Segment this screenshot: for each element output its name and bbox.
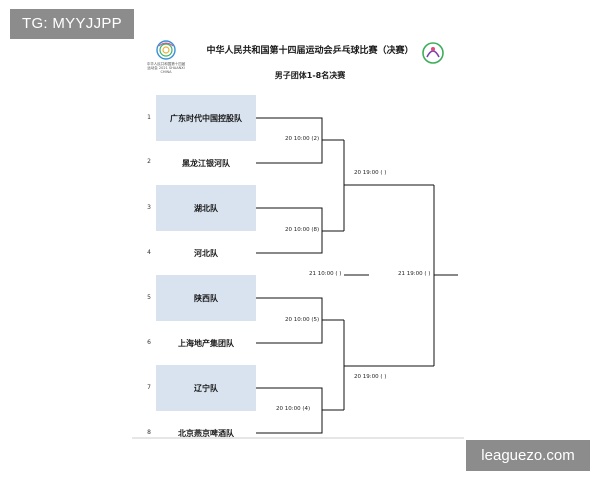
watermark-bottom-right: leaguezo.com	[466, 440, 590, 471]
match-label-r1-3: 20 10:00 (5)	[285, 317, 320, 323]
team-slot-2: 黑龙江银河队	[182, 158, 230, 168]
divider	[132, 437, 464, 439]
team-slot-6: 上海地产集团队	[178, 338, 234, 348]
team-slot-7: 辽宁队	[156, 365, 256, 411]
match-label-r1-1: 20 10:00 (2)	[285, 136, 320, 142]
match-label-final: 21 19:00 ( )	[398, 271, 431, 277]
team-slot-4: 河北队	[194, 248, 218, 258]
match-label-third-place: 21 10:00 ( )	[309, 271, 342, 277]
team-slot-1: 广东时代中国控股队	[156, 95, 256, 141]
team-slot-5: 陕西队	[156, 275, 256, 321]
seed-number: 2	[147, 158, 151, 165]
seed-number: 6	[147, 339, 151, 346]
team-slot-3: 湖北队	[156, 185, 256, 231]
games-emblem-icon	[156, 40, 176, 60]
page-title: 中华人民共和国第十四届运动会乒乓球比赛（决赛）	[206, 46, 414, 56]
seed-number: 5	[147, 294, 151, 301]
team-slot-8: 北京燕京啤酒队	[178, 428, 234, 438]
match-label-semifinal-1: 20 19:00 ( )	[354, 170, 387, 176]
seed-number: 7	[147, 384, 151, 391]
seed-number: 1	[147, 114, 151, 121]
match-label-r1-2: 20 10:00 (8)	[285, 227, 320, 233]
page-subtitle: 男子团体1-8名决赛	[274, 71, 346, 80]
match-label-semifinal-2: 20 19:00 ( )	[354, 374, 387, 380]
match-label-r1-4: 20 10:00 (4)	[276, 406, 311, 412]
logo-left-caption: 中华人民共和国第十四届运动会 2021 SHAANXI CHINA	[146, 62, 186, 74]
seed-number: 8	[147, 429, 151, 436]
seed-number: 3	[147, 204, 151, 211]
watermark-top-left: TG: MYYJJPP	[10, 9, 134, 39]
seed-number: 4	[147, 249, 151, 256]
table-tennis-emblem-icon	[422, 42, 444, 64]
